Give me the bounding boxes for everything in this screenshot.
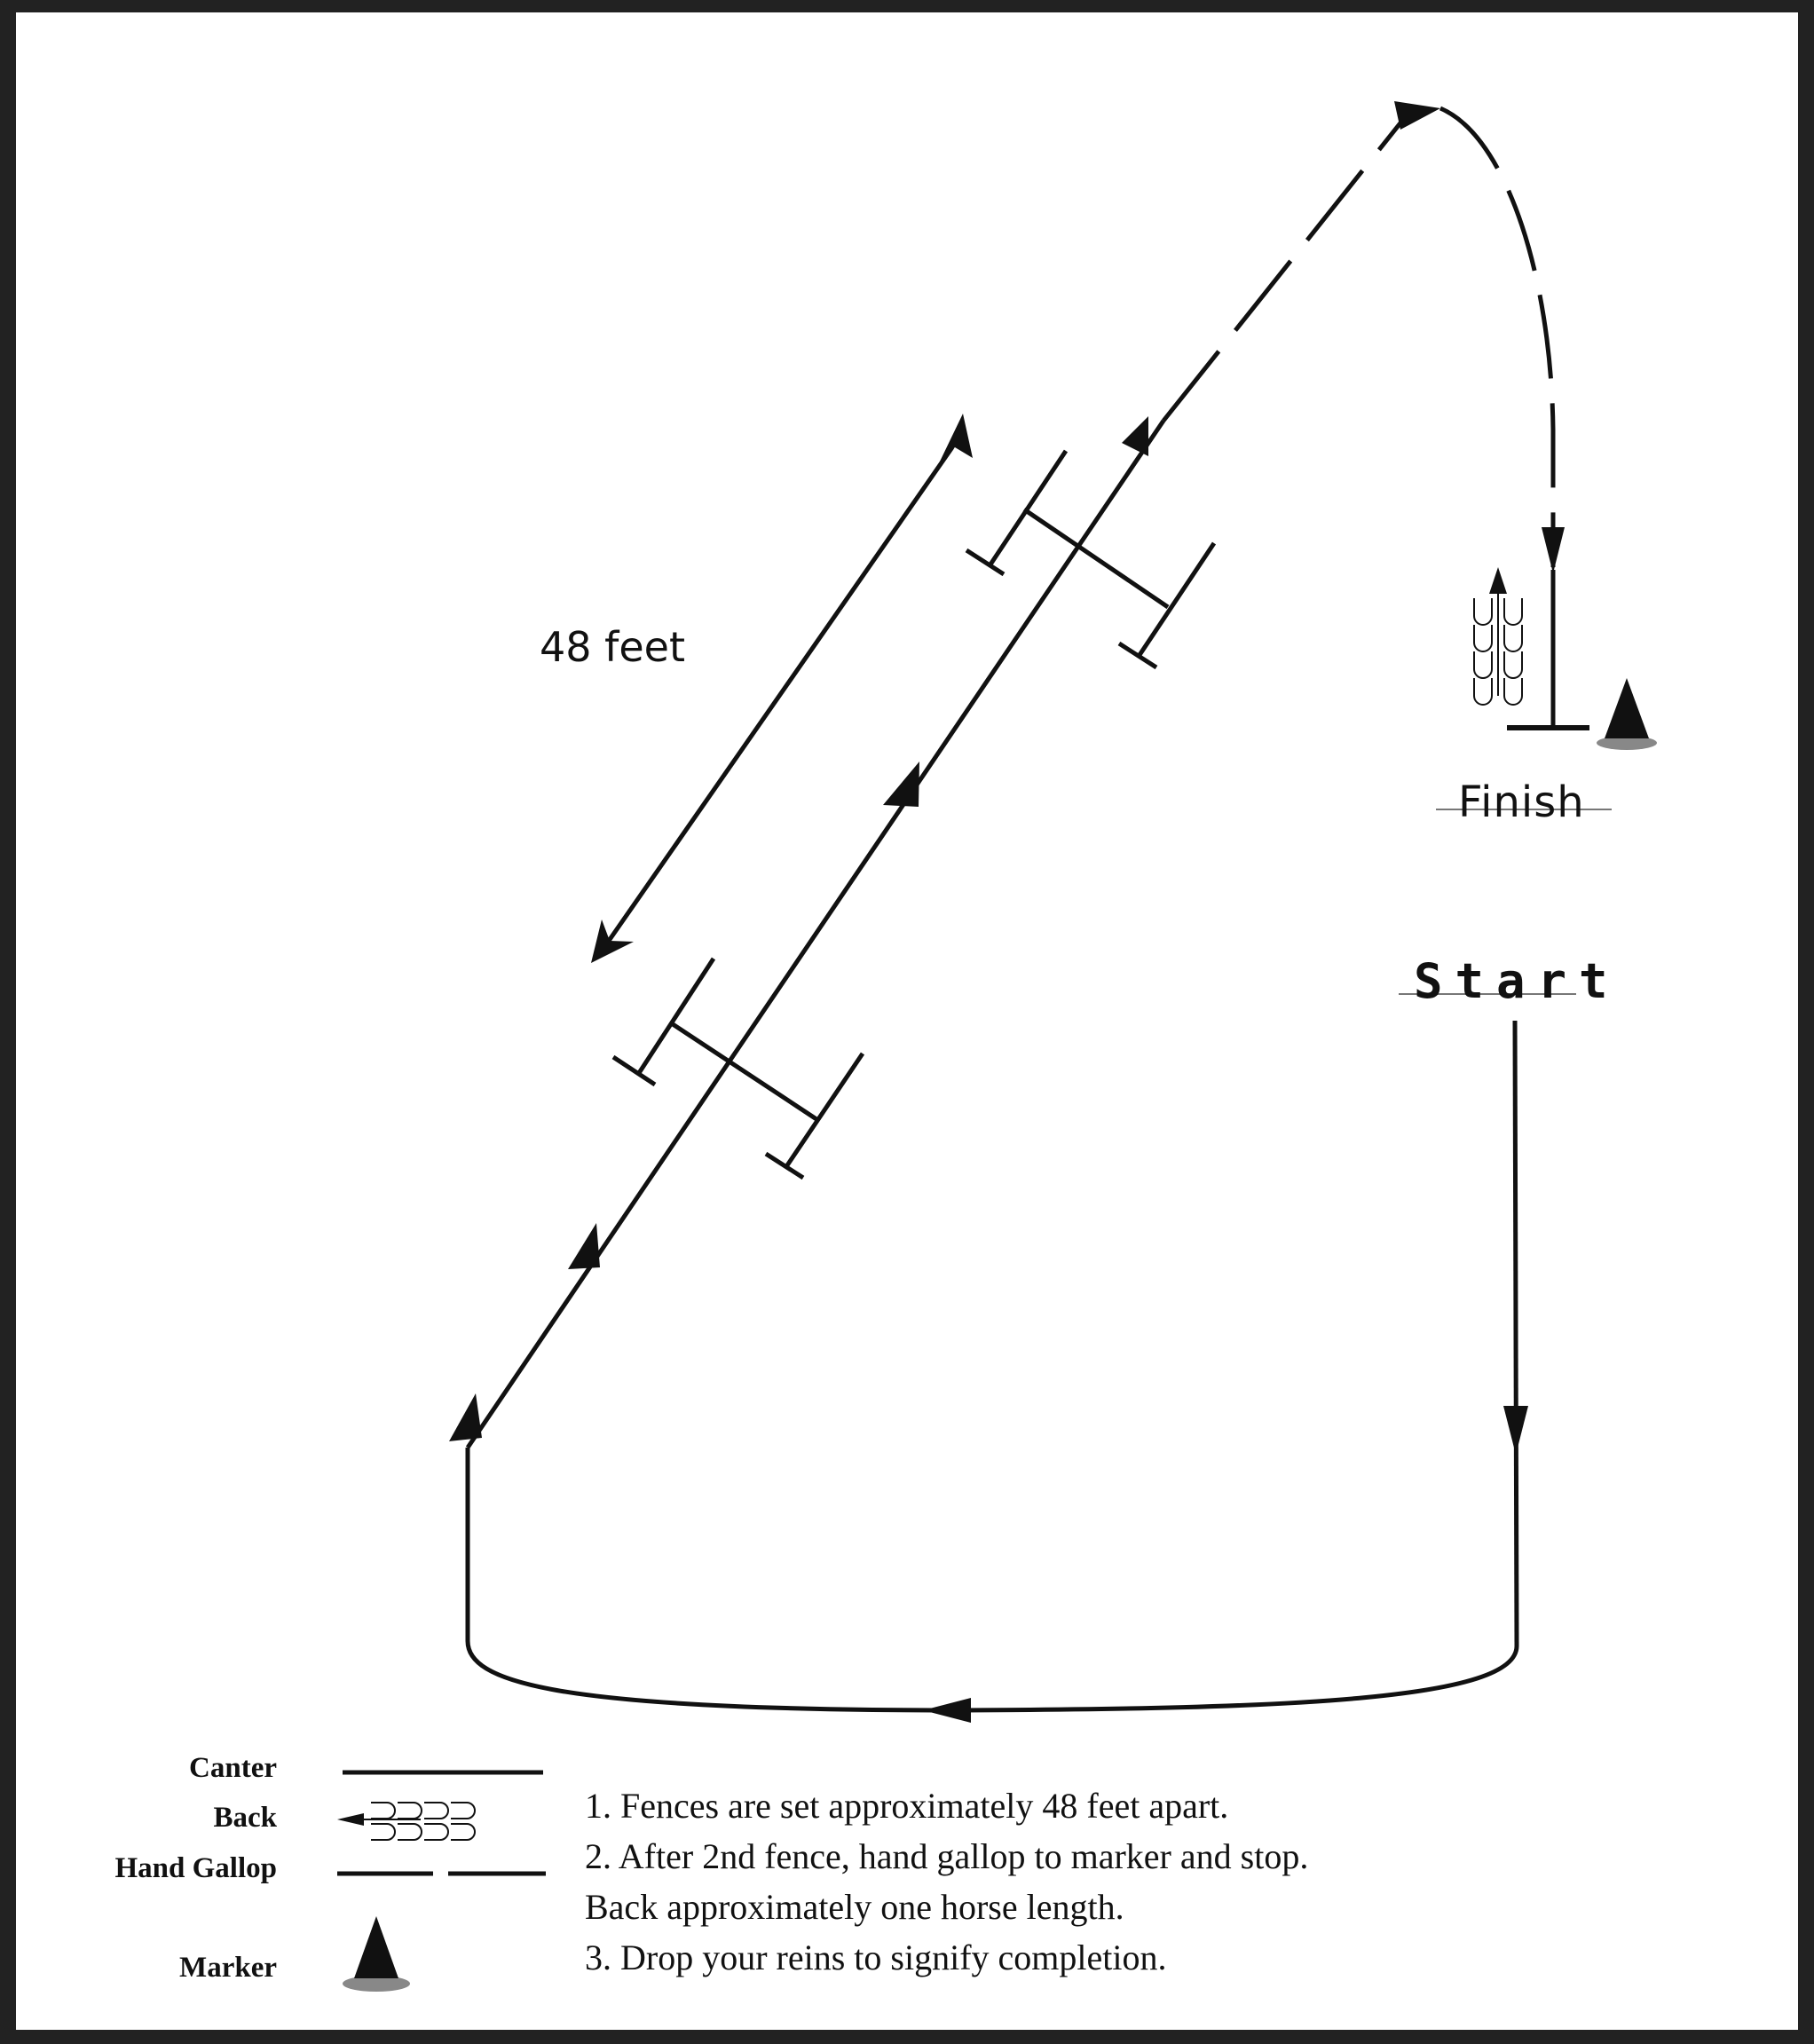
start-label: Start bbox=[1414, 953, 1621, 1009]
canter-path-start-down bbox=[1512, 1020, 1519, 1647]
instruction-line: 1. Fences are set approximately 48 feet … bbox=[585, 1786, 1229, 1826]
distance-arrow-line bbox=[606, 446, 955, 943]
arrow-down-icon bbox=[1503, 1406, 1528, 1455]
legend-marker-cone-icon bbox=[343, 1916, 410, 1992]
arrow-down-icon bbox=[1542, 527, 1565, 573]
canter-path-diagonal bbox=[465, 419, 1166, 1449]
instructions: 1. Fences are set approximately 48 feet … bbox=[585, 1780, 1308, 1983]
legend-marker-label: Marker bbox=[179, 1952, 277, 1984]
hand-gallop-path-diagonal bbox=[1162, 110, 1411, 422]
marker-cone-icon bbox=[1597, 678, 1657, 750]
canter-path-bottom-curve bbox=[465, 1640, 1519, 1713]
back-symbol-finish bbox=[1473, 567, 1523, 706]
instruction-line: 2. After 2nd fence, hand gallop to marke… bbox=[585, 1836, 1309, 1876]
instruction-line: 3. Drop your reins to signify completion… bbox=[585, 1937, 1167, 1977]
distance-label: 48 feet bbox=[540, 623, 685, 671]
fence-2 bbox=[965, 449, 1217, 670]
arrow-down-left-icon bbox=[591, 919, 634, 963]
finish-label: Finish bbox=[1458, 777, 1585, 827]
arrow-left-icon bbox=[923, 1698, 971, 1723]
course-diagram bbox=[337, 101, 1657, 1992]
legend-back-label: Back bbox=[213, 1802, 277, 1834]
fence-1 bbox=[611, 957, 865, 1180]
hand-gallop-path-curve bbox=[1439, 106, 1556, 567]
arrow-up-right-icon bbox=[568, 1223, 600, 1269]
arrow-up-right-icon bbox=[1394, 101, 1440, 130]
legend-back-symbol bbox=[337, 1802, 476, 1841]
legend-canter-label: Canter bbox=[189, 1752, 277, 1784]
instruction-line: Back approximately one horse length. bbox=[585, 1887, 1124, 1927]
arrow-up-right-icon bbox=[883, 762, 919, 807]
arrow-up-right-icon bbox=[1122, 416, 1148, 456]
arrow-up-right-icon bbox=[939, 414, 973, 463]
legend-hand-gallop-label: Hand Gallop bbox=[114, 1852, 277, 1884]
arrow-up-right-icon bbox=[449, 1393, 482, 1441]
pattern-canvas: 48 feet Finish Start Canter Back Hand Ga… bbox=[16, 12, 1798, 2030]
